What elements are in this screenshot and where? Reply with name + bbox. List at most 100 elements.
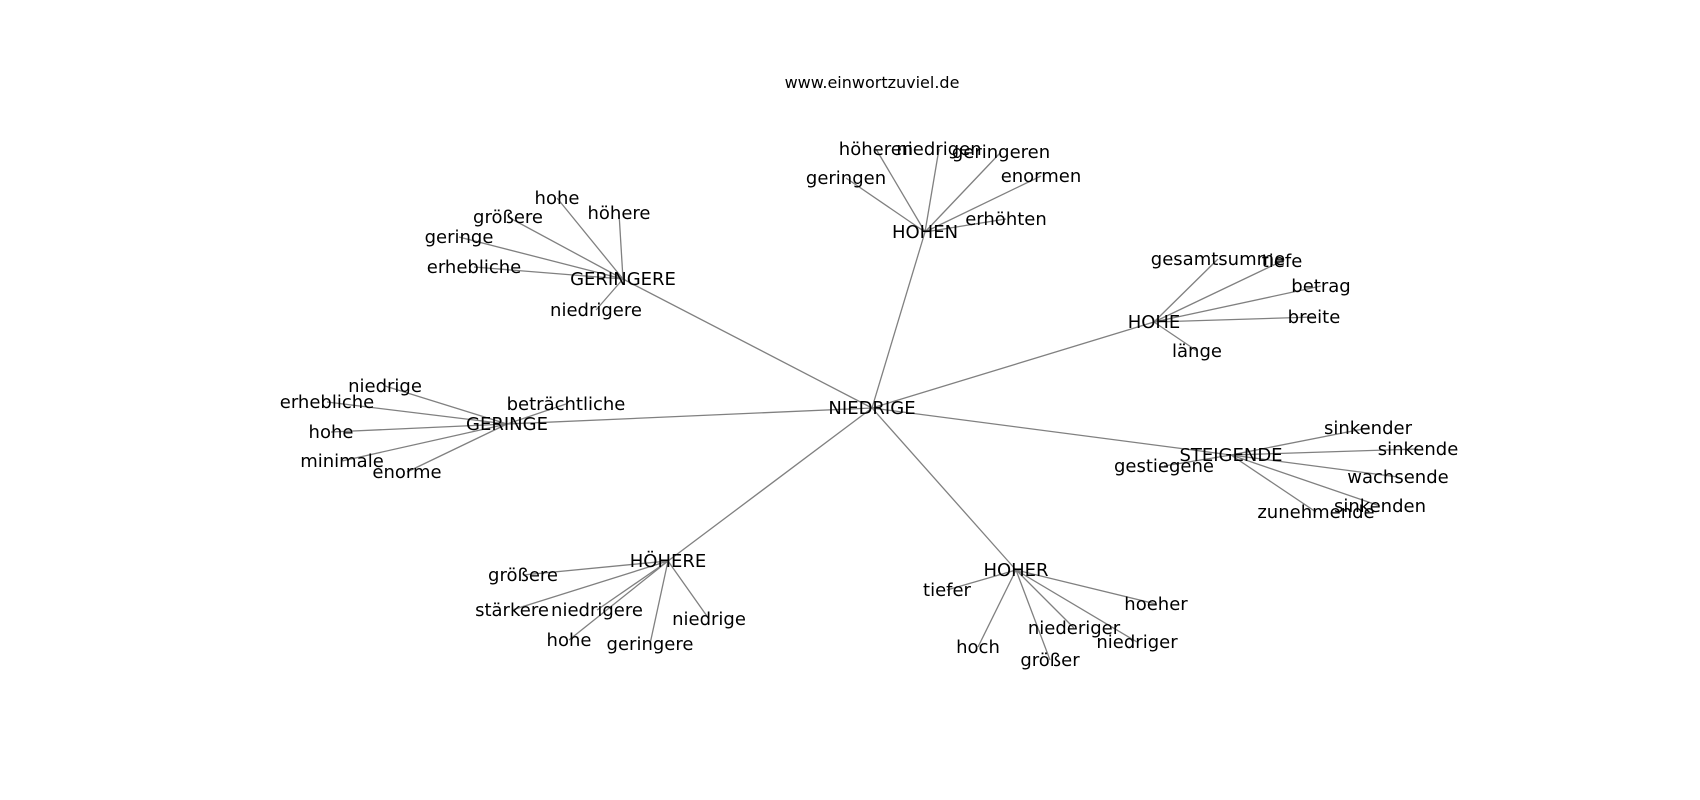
- node-leaf: niedrigere: [551, 600, 643, 621]
- node-hub-geringe: GERINGE: [466, 414, 548, 435]
- edge-center-geringe: [506, 407, 873, 425]
- edge-hohe-leaf: [1153, 260, 1283, 323]
- node-leaf: hoch: [956, 637, 1000, 658]
- node-leaf: größer: [1020, 650, 1080, 671]
- edge-hohen-leaf: [924, 175, 1042, 233]
- edge-hoher-leaf: [1015, 569, 1138, 643]
- node-hub-geringere: GERINGERE: [570, 269, 676, 290]
- edge-hoehere-leaf: [596, 560, 669, 611]
- edge-geringere-leaf: [618, 212, 624, 280]
- node-leaf: größere: [473, 207, 543, 228]
- edge-geringe-leaf: [384, 385, 508, 425]
- edge-geringe-leaf: [341, 423, 508, 462]
- node-leaf: geringeren: [952, 142, 1050, 163]
- edge-center-hohe: [871, 321, 1155, 409]
- node-leaf: niedrigen: [896, 139, 981, 160]
- node-leaf: sinkenden: [1334, 496, 1426, 517]
- edge-geringere-leaf: [507, 216, 624, 280]
- edge-hohe-leaf: [1153, 285, 1322, 323]
- node-leaf: stärkere: [475, 600, 549, 621]
- node-leaf: niedrigere: [550, 300, 642, 321]
- node-leaf: sinkender: [1324, 418, 1413, 439]
- edge-steigende-leaf: [1163, 454, 1232, 467]
- edge-steigende-leaf: [1230, 427, 1369, 456]
- node-leaf: hoeher: [1124, 594, 1188, 615]
- node-leaf: enorme: [372, 462, 441, 483]
- node-leaf: erhebliche: [280, 392, 374, 413]
- node-leaf: enormen: [1001, 166, 1082, 187]
- edge-hohe-leaf: [1153, 316, 1315, 323]
- edge-geringe-leaf: [326, 401, 508, 425]
- node-leaf: beträchtliche: [507, 394, 626, 415]
- edge-hoher-leaf: [946, 569, 1017, 591]
- edge-hohen-leaf: [924, 218, 1007, 233]
- edge-geringe-leaf: [406, 423, 508, 473]
- node-leaf: hohe: [547, 630, 592, 651]
- source-url: www.einwortzuviel.de: [785, 73, 960, 92]
- edge-steigende-leaf: [1230, 454, 1381, 507]
- edge-center-hoher: [871, 407, 1017, 571]
- node-leaf: tiefer: [923, 580, 972, 601]
- node-leaf: geringere: [607, 634, 694, 655]
- node-leaf: niedrige: [348, 376, 422, 397]
- node-leaf: breite: [1288, 307, 1341, 328]
- node-hub-hohe: HOHE: [1128, 312, 1181, 333]
- edge-geringe-leaf: [506, 403, 567, 425]
- edge-hohen-leaf: [924, 148, 940, 233]
- edge-hoher-leaf: [977, 569, 1017, 648]
- node-leaf: zunehmende: [1257, 502, 1374, 523]
- edges: [326, 148, 1419, 661]
- edge-hohen-leaf: [845, 177, 926, 233]
- node-leaf: größere: [488, 565, 558, 586]
- node-leaf: geringe: [425, 227, 494, 248]
- node-leaf: sinkende: [1378, 439, 1459, 460]
- node-leaf: länge: [1172, 341, 1222, 362]
- node-leaf: geringen: [806, 168, 886, 189]
- edge-hohen-leaf: [875, 148, 926, 233]
- edge-geringe-leaf: [330, 423, 508, 433]
- node-leaf: betrag: [1291, 276, 1350, 297]
- edge-geringere-leaf: [473, 266, 624, 280]
- edge-steigende-leaf: [1230, 448, 1419, 456]
- edge-hohe-leaf: [1153, 258, 1219, 323]
- edge-steigende-leaf: [1230, 454, 1317, 513]
- edge-geringere-leaf: [458, 236, 624, 280]
- node-leaf: höheren: [839, 139, 913, 160]
- edge-hoehere-leaf: [649, 560, 669, 645]
- node-leaf: wachsende: [1347, 467, 1448, 488]
- edge-hoehere-leaf: [522, 560, 669, 576]
- edge-steigende-leaf: [1230, 454, 1399, 478]
- node-leaf: hohe: [535, 188, 580, 209]
- node-leaf: niedrige: [672, 609, 746, 630]
- node-leaf: minimale: [300, 451, 384, 472]
- edge-hoehere-leaf: [511, 560, 669, 611]
- edge-hoher-leaf: [1015, 569, 1157, 605]
- edge-geringere-leaf: [595, 278, 624, 311]
- node-leaf: niedriger: [1096, 632, 1178, 653]
- node-leaf: niederiger: [1028, 618, 1121, 639]
- edge-center-hohen: [871, 231, 926, 409]
- edge-hohe-leaf: [1153, 321, 1198, 352]
- edge-center-steigende: [871, 407, 1232, 456]
- node-leaf: tiefe: [1262, 251, 1303, 272]
- node-leaf: erhöhten: [965, 209, 1047, 230]
- node-leaf: höhere: [588, 203, 651, 224]
- edge-hohen-leaf: [924, 151, 1002, 233]
- node-hub-hoehere: HÖHERE: [630, 550, 707, 572]
- node-hub-hohen: HOHEN: [892, 222, 958, 243]
- edge-geringere-leaf: [556, 197, 624, 280]
- node-leaf: erhebliche: [427, 257, 521, 278]
- edge-hoher-leaf: [1015, 569, 1075, 629]
- edge-center-hoehere: [667, 407, 873, 562]
- edge-hoehere-leaf: [568, 560, 669, 641]
- node-leaf: gestiegene: [1114, 456, 1214, 477]
- edge-hoher-leaf: [1015, 569, 1051, 661]
- edge-center-geringere: [622, 278, 873, 409]
- node-center: NIEDRIGE: [828, 398, 915, 419]
- edge-hoehere-leaf: [667, 560, 710, 620]
- node-leaf: hohe: [309, 422, 354, 443]
- node-hub-steigende: STEIGENDE: [1179, 445, 1282, 466]
- node-hub-hoher: HOHER: [983, 560, 1048, 581]
- node-leaf: gesamtsumme: [1151, 249, 1285, 270]
